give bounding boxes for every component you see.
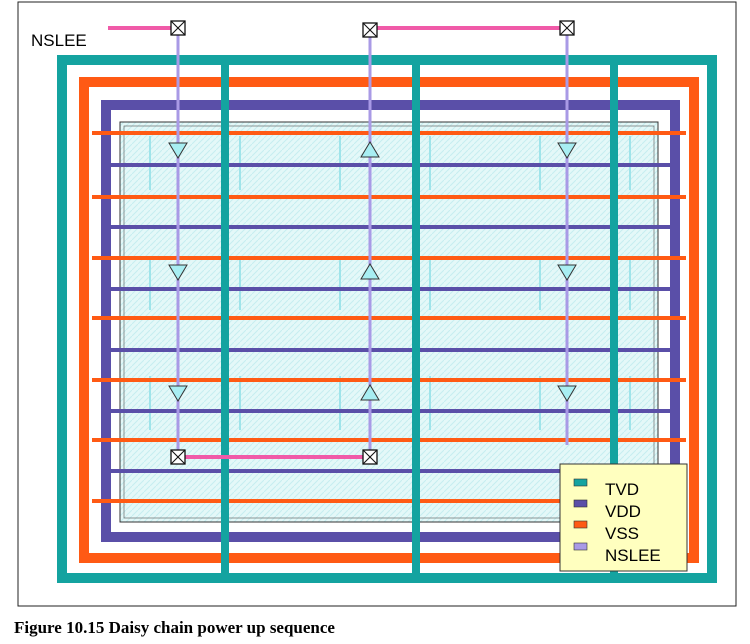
nslee-daisy-chain	[108, 20, 577, 465]
legend-label-vdd: VDD	[605, 502, 641, 521]
power-grid-diagram: NSLEE TVD VDD VSS NSLEE	[17, 1, 737, 607]
core-area	[119, 121, 659, 523]
nslee-buffer	[360, 263, 380, 280]
via-marker	[170, 449, 186, 465]
nslee-buffer	[168, 264, 188, 281]
legend-item-vss: VSS	[573, 520, 639, 543]
nslee-buffer	[557, 142, 577, 159]
vdd-ring	[101, 100, 680, 542]
nslee-pin-label: NSLEE	[31, 31, 87, 50]
nslee-buffer	[168, 385, 188, 402]
figure-caption: Figure 10.15 Daisy chain power up sequen…	[14, 618, 335, 637]
via-marker	[362, 22, 378, 38]
nslee-buffer	[360, 141, 380, 158]
legend-item-vdd: VDD	[573, 499, 641, 521]
via-marker	[362, 449, 378, 465]
tvd-ring	[57, 55, 717, 583]
outer-frame	[17, 1, 737, 607]
via-marker	[559, 20, 575, 36]
nslee-buffer	[557, 264, 577, 281]
legend: TVD VDD VSS NSLEE	[559, 463, 688, 572]
nslee-buffer	[360, 384, 380, 401]
legend-swatch-vss	[573, 520, 588, 529]
nslee-buffer	[168, 142, 188, 159]
nslee-buffer	[557, 385, 577, 402]
legend-swatch-vdd	[573, 499, 588, 508]
legend-label-tvd: TVD	[605, 480, 639, 499]
legend-label-vss: VSS	[605, 524, 639, 543]
power-rails	[92, 131, 686, 503]
via-marker	[170, 20, 186, 36]
legend-label-nslee: NSLEE	[605, 546, 661, 565]
legend-swatch-nslee	[573, 542, 588, 551]
core-inner-outline	[123, 125, 655, 519]
legend-swatch-tvd	[573, 478, 588, 487]
legend-item-tvd: TVD	[573, 478, 639, 499]
legend-item-nslee: NSLEE	[573, 542, 661, 565]
vss-ring	[79, 77, 699, 563]
